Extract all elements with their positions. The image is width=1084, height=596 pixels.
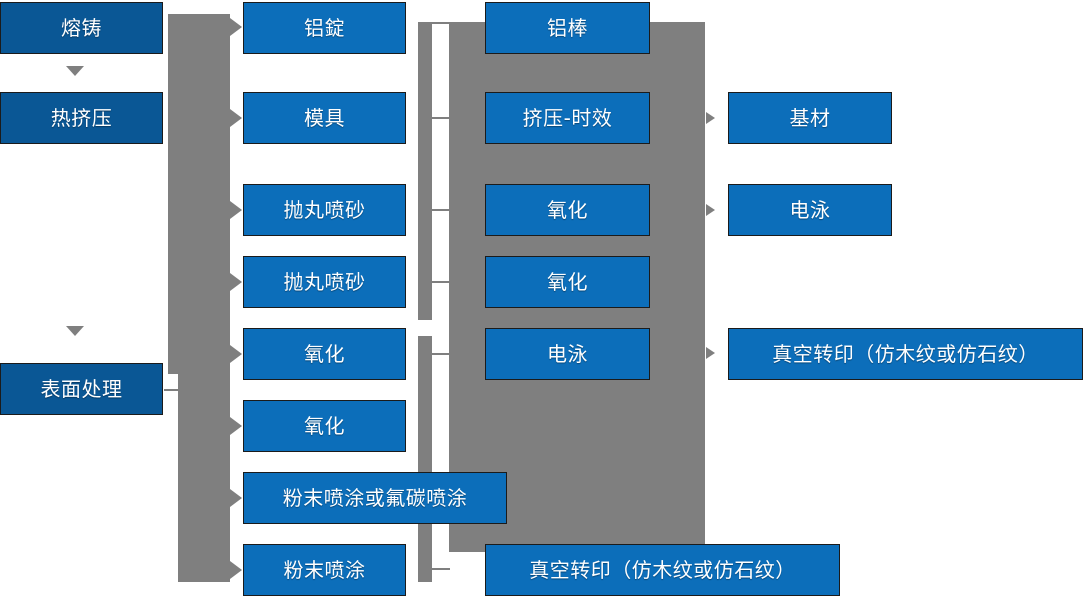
connector-tick-bar — [432, 22, 450, 24]
output-label-electrophoresis: 电泳 — [547, 342, 588, 366]
connector-arrow-to-shot-blast-2 — [230, 273, 242, 291]
connector-tick-oxid-2 — [432, 281, 450, 283]
output-box-vacuum-transfer[interactable]: 真空转印（仿木纹或仿石纹） — [485, 544, 843, 596]
output-box-oxidation-1[interactable]: 氧化 — [485, 184, 653, 239]
process-label-shot-blast-2: 抛丸喷砂 — [283, 270, 366, 294]
result-label-substrate: 基材 — [789, 106, 831, 130]
connector-arrow-to-electrophoresis — [706, 204, 715, 216]
result-box-substrate[interactable]: 基材 — [728, 92, 895, 147]
stage-box-melt-cast[interactable]: 熔铸 — [0, 2, 166, 57]
process-box-powder-or-pvdf[interactable]: 粉末喷涂或氟碳喷涂 — [243, 472, 510, 527]
connector-trunk-stage-top — [168, 14, 230, 374]
output-box-electrophoresis[interactable]: 电泳 — [485, 328, 653, 383]
stage-label-hot-extrusion: 热挤压 — [50, 106, 113, 130]
output-label-oxidation-2: 氧化 — [547, 270, 588, 294]
process-label-oxidation-1: 氧化 — [304, 342, 345, 366]
process-box-shot-blast-1[interactable]: 抛丸喷砂 — [243, 184, 409, 239]
connector-arrow-to-vacuum-transfer — [706, 347, 715, 359]
connector-tick-electro — [432, 353, 450, 355]
output-label-oxidation-1: 氧化 — [547, 198, 588, 222]
output-box-oxidation-2[interactable]: 氧化 — [485, 256, 653, 311]
process-label-shot-blast-1: 抛丸喷砂 — [283, 198, 366, 222]
result-label-electrophoresis: 电泳 — [789, 198, 831, 222]
connector-arrow-down-extrusion — [66, 326, 84, 336]
output-label-extrude-aging: 挤压-时效 — [522, 106, 613, 130]
connector-tick-vacuum — [432, 568, 450, 570]
connector-arrow-to-shot-blast-1 — [230, 201, 242, 219]
stage-box-hot-extrusion[interactable]: 热挤压 — [0, 92, 166, 147]
process-box-powder-coating[interactable]: 粉末喷涂 — [243, 544, 409, 596]
connector-arrow-to-powder-or-pvdf — [230, 489, 242, 507]
stage-label-melt-cast: 熔铸 — [61, 16, 102, 40]
output-label-vacuum-transfer: 真空转印（仿木纹或仿石纹） — [529, 558, 796, 582]
process-label-die: 模具 — [304, 106, 345, 130]
stage-label-surface-treatment: 表面处理 — [40, 377, 123, 401]
process-box-aluminum-ingot[interactable]: 铝錠 — [243, 2, 409, 57]
result-box-vacuum-transfer[interactable]: 真空转印（仿木纹或仿石纹） — [728, 328, 1084, 383]
connector-arrow-to-aluminum-ingot — [230, 18, 242, 36]
result-label-vacuum-transfer: 真空转印（仿木纹或仿石纹） — [772, 342, 1039, 366]
connector-riser-left — [418, 22, 432, 320]
process-box-oxidation-2[interactable]: 氧化 — [243, 400, 409, 455]
connector-arrow-to-substrate — [706, 112, 715, 124]
result-box-electrophoresis[interactable]: 电泳 — [728, 184, 895, 239]
connector-stub-surface — [164, 389, 186, 391]
connector-trunk-stage-bottom — [178, 374, 230, 582]
connector-arrow-to-powder-coating — [230, 561, 242, 579]
process-box-die[interactable]: 模具 — [243, 92, 409, 147]
connector-riser-left-lower — [418, 336, 432, 582]
output-box-aluminum-bar[interactable]: 铝棒 — [485, 2, 653, 57]
stage-box-surface-treatment[interactable]: 表面处理 — [0, 363, 166, 418]
process-label-aluminum-ingot: 铝錠 — [304, 16, 345, 40]
connector-arrow-to-oxidation-1 — [230, 345, 242, 363]
output-label-aluminum-bar: 铝棒 — [547, 16, 588, 40]
process-label-oxidation-2: 氧化 — [304, 414, 345, 438]
connector-tick-oxid-1 — [432, 209, 450, 211]
process-label-powder-coating: 粉末喷涂 — [283, 558, 366, 582]
connector-arrow-down-melt — [66, 66, 84, 76]
connector-arrow-to-die — [230, 109, 242, 127]
connector-tick-extrude — [432, 117, 450, 119]
connector-arrow-to-oxidation-2 — [230, 417, 242, 435]
output-box-extrude-aging[interactable]: 挤压-时效 — [485, 92, 653, 147]
process-label-powder-or-pvdf: 粉末喷涂或氟碳喷涂 — [282, 486, 468, 510]
process-box-oxidation-1[interactable]: 氧化 — [243, 328, 409, 383]
process-box-shot-blast-2[interactable]: 抛丸喷砂 — [243, 256, 409, 311]
